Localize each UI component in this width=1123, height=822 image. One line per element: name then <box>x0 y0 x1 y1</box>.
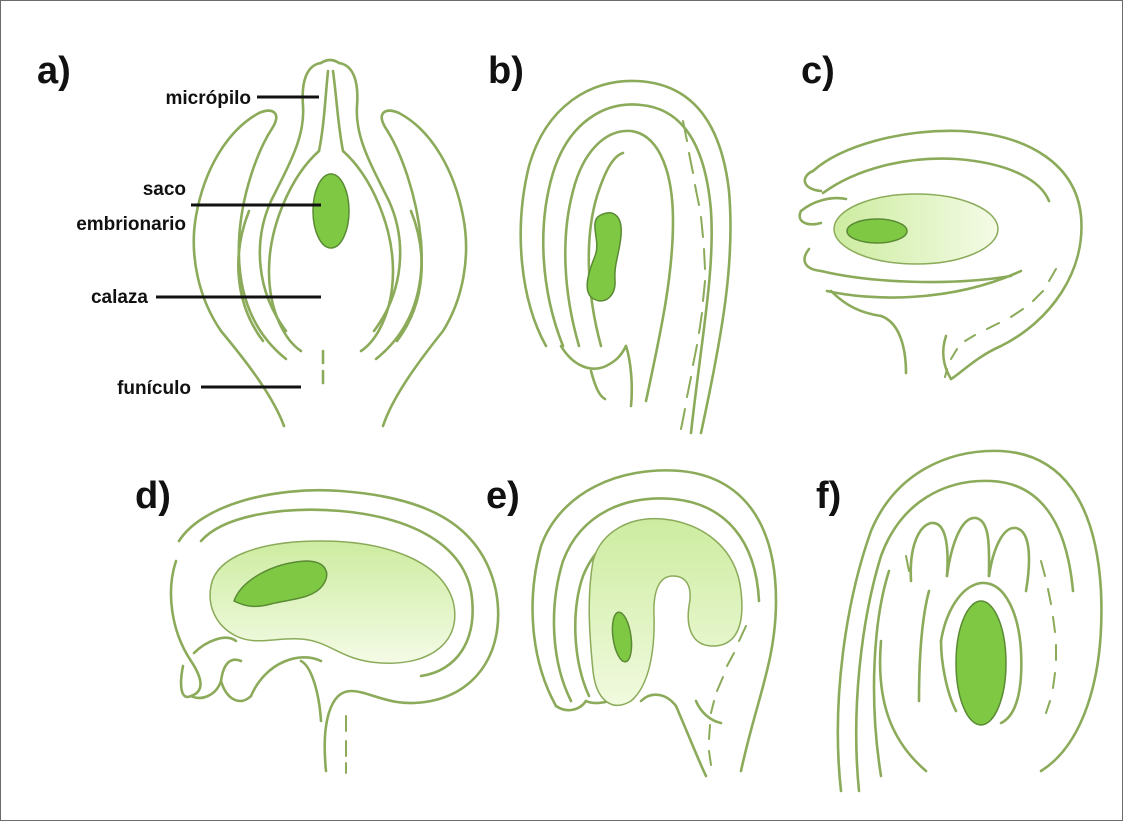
embryo-sac-label-line1: saco <box>143 179 186 200</box>
chalaza-label: calaza <box>91 287 148 308</box>
embryo-sac-label-line2: embrionario <box>76 214 186 235</box>
embryo-sac-a <box>313 174 349 248</box>
panel-label-c: c) <box>801 50 835 92</box>
funiculus-label: funículo <box>117 378 191 399</box>
panel-label-d: d) <box>135 475 171 517</box>
micropyle-label: micrópilo <box>165 88 251 109</box>
panel-label-f: f) <box>816 475 841 517</box>
embryo-sac-f <box>956 601 1006 725</box>
panel-label-b: b) <box>488 50 524 92</box>
embryo-sac-c <box>847 219 907 243</box>
ovule-b <box>521 81 731 433</box>
nucellus-e <box>589 519 742 706</box>
panel-label-a: a) <box>37 50 71 92</box>
panel-label-e: e) <box>486 475 520 517</box>
embryo-sac-b <box>587 213 621 301</box>
